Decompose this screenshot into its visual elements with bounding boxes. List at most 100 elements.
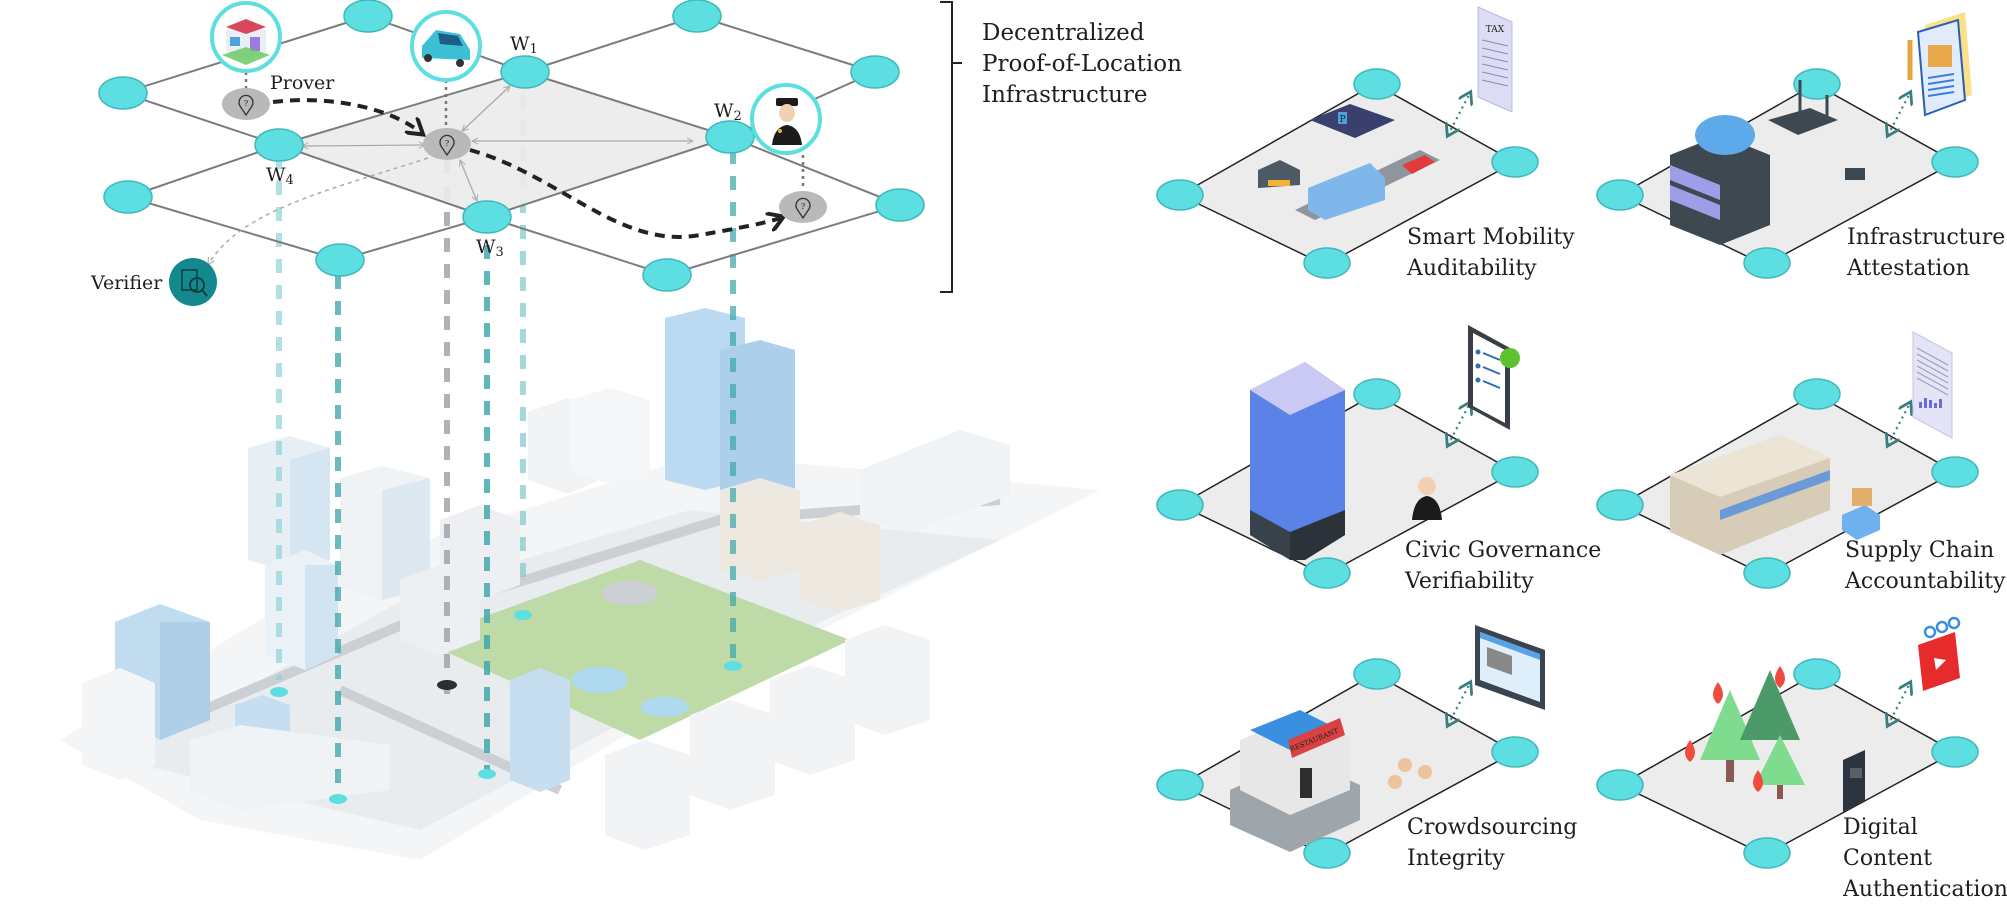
panel-node: [1303, 837, 1351, 869]
panel-node: [1931, 736, 1979, 768]
bracket: [940, 1, 962, 293]
panel-label-digital-content: Digital Content Authentication: [1843, 812, 2007, 905]
label-line: Digital Content: [1843, 815, 1933, 871]
witness-links: [302, 86, 693, 201]
building: [340, 466, 430, 600]
panel-node: [1491, 146, 1539, 178]
infrastructure-title: Decentralized Proof-of-Location Infrastr…: [982, 18, 1182, 111]
building: [665, 308, 795, 510]
label-line: Supply Chain: [1845, 538, 1995, 563]
panel-label-civic-governance: Civic Governance Verifiability: [1405, 535, 1601, 597]
label-line: Civic Governance: [1405, 538, 1602, 563]
report-chart-document-icon[interactable]: [1912, 331, 1953, 439]
shop-icon[interactable]: [210, 1, 282, 73]
checklist-clipboard-icon[interactable]: [1468, 325, 1520, 430]
building: [860, 430, 1010, 532]
panel-node: [1353, 658, 1401, 690]
video-post-icon[interactable]: [1918, 616, 1961, 691]
application-panel: [1156, 325, 1539, 589]
verifier-label: Verifier: [90, 272, 163, 294]
network-node[interactable]: [875, 188, 925, 222]
network-node[interactable]: [672, 0, 722, 33]
police-officer-icon[interactable]: [750, 83, 822, 155]
building: [440, 505, 520, 600]
network-node[interactable]: [103, 180, 153, 214]
panel-node: [1743, 837, 1791, 869]
restaurant-reviewers-scene: RESTAURANT: [1230, 710, 1432, 852]
location-pin-prover[interactable]: ?: [222, 88, 270, 120]
svg-text:TAX: TAX: [1486, 25, 1505, 35]
panel-node: [1743, 557, 1791, 589]
panel-node: [1156, 769, 1204, 801]
entity-stems: [244, 72, 805, 190]
title-line: Proof-of-Location: [982, 51, 1182, 77]
panel-node: [1931, 456, 1979, 488]
building: [528, 388, 650, 494]
verifier-icon[interactable]: [169, 258, 217, 306]
application-panel: P TAX: [1156, 6, 1539, 279]
panel-node: [1491, 736, 1539, 768]
label-line: Accountability: [1845, 569, 2006, 594]
label-line: Infrastructure: [1847, 225, 2006, 250]
artifact-link-arrow: [1888, 93, 1910, 135]
title-line: Infrastructure: [982, 82, 1148, 108]
network-node[interactable]: [315, 243, 365, 277]
wildfire-photo-scene: [1685, 666, 1865, 812]
network-node[interactable]: [642, 258, 692, 292]
panel-node: [1353, 68, 1401, 100]
network-node[interactable]: [98, 76, 148, 110]
label-line: Attestation: [1847, 256, 1970, 281]
location-pin-destination[interactable]: ?: [779, 191, 827, 223]
application-panel: [1596, 12, 1979, 279]
label-line: Verifiability: [1405, 569, 1534, 594]
certificate-document-icon[interactable]: [1907, 12, 1972, 117]
label-line: Auditability: [1407, 256, 1537, 281]
panel-label-crowdsourcing: Crowdsourcing Integrity: [1407, 812, 1577, 874]
label-line: Integrity: [1407, 846, 1505, 871]
artifact-link-arrow: [1888, 683, 1910, 725]
witness-node-w3[interactable]: [462, 200, 512, 234]
review-webpage-icon[interactable]: [1475, 625, 1545, 710]
building: [82, 668, 155, 780]
panel-node: [1793, 68, 1841, 100]
label-line: Crowdsourcing: [1407, 815, 1578, 840]
witness-label-w4: W4: [266, 164, 294, 188]
panel-node: [1793, 378, 1841, 410]
network-node[interactable]: [343, 0, 393, 33]
svg-text:P: P: [1339, 115, 1345, 125]
witness-node-w1[interactable]: [500, 55, 550, 89]
artifact-link-arrow: [1448, 683, 1470, 725]
panel-node: [1931, 146, 1979, 178]
car-icon[interactable]: [410, 10, 482, 82]
location-pin-claimed[interactable]: ?: [423, 128, 471, 160]
network-node[interactable]: [850, 55, 900, 89]
witness-node-w2[interactable]: [705, 120, 755, 154]
svg-text:?: ?: [244, 99, 248, 108]
building: [605, 625, 930, 850]
panel-node: [1596, 179, 1644, 211]
city-illustration: [60, 308, 1100, 860]
witness-label-w2: W2: [714, 100, 742, 124]
bus-parking-scene: P: [1258, 104, 1440, 220]
panel-node: [1596, 769, 1644, 801]
svg-text:?: ?: [445, 139, 449, 148]
artifact-link-arrow: [1448, 403, 1470, 445]
witness-region: [279, 72, 730, 217]
server-router-scene: [1670, 80, 1865, 245]
warehouse-truck-scene: [1670, 435, 1880, 555]
panel-label-supply-chain: Supply Chain Accountability: [1845, 535, 2006, 597]
witness-label-w3: W3: [476, 236, 504, 260]
title-line: Decentralized: [982, 20, 1145, 46]
prover-path-2: [469, 148, 780, 239]
panel-node: [1303, 247, 1351, 279]
diagram-canvas: ? ? ? Prover: [60, 0, 1979, 869]
building: [720, 478, 880, 612]
panel-node: [1743, 247, 1791, 279]
witness-node-w4[interactable]: [254, 128, 304, 162]
ground-anchors: [270, 610, 742, 804]
tax-document-icon[interactable]: TAX: [1477, 6, 1513, 113]
panel-node: [1303, 557, 1351, 589]
prover-path-1: [272, 98, 420, 132]
panel-node: [1156, 489, 1204, 521]
network-nodes: [98, 0, 925, 292]
